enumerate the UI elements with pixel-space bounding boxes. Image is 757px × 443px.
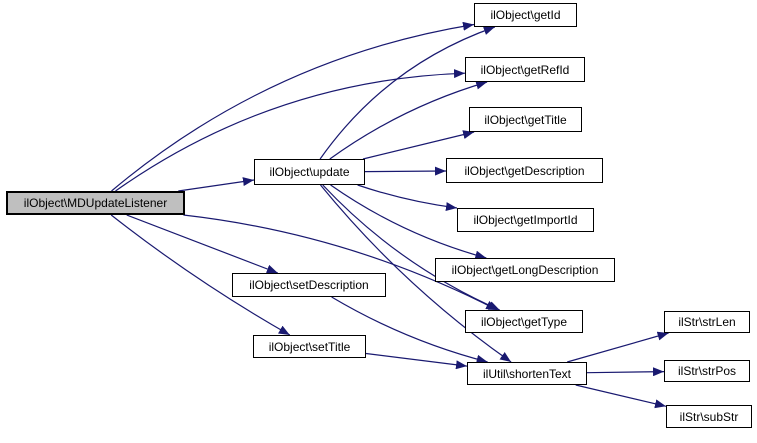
node-ilobject-getlongdescription[interactable]: ilObject\getLongDescription [435,258,615,282]
node-ilobject-update[interactable]: ilObject\update [254,159,365,185]
edge-settitle-to-shortentext [365,352,468,370]
node-ilstr-substr[interactable]: ilStr\subStr [666,405,752,428]
node-ilobject-getrefid[interactable]: ilObject\getRefId [465,57,585,82]
edge-update-to-getid [319,26,495,160]
node-ilutil-shortentext[interactable]: ilUtil\shortenText [467,362,587,385]
edge-update-to-getimportid [357,184,458,212]
node-ilobject-mdupdatelistener: ilObject\MDUpdateListener [6,191,185,215]
edge-shortentext-to-strlen [567,331,669,363]
edge-mdupdatelistener-to-settitle [110,214,291,336]
node-ilobject-gettitle[interactable]: ilObject\getTitle [469,107,582,132]
node-ilstr-strpos[interactable]: ilStr\strPos [664,360,750,382]
node-ilobject-settitle[interactable]: ilObject\setTitle [253,335,366,358]
edge-update-to-getrefid [329,80,488,160]
edge-mdupdatelistener-to-getid [111,21,475,192]
edge-update-to-getdescription [364,166,447,176]
node-ilobject-getimportid[interactable]: ilObject\getImportId [457,208,594,232]
edge-mdupdatelistener-to-getrefid [115,69,466,192]
edge-update-to-gettitle [362,130,475,160]
edge-setdescription-to-shortentext [331,296,488,364]
edge-shortentext-to-strpos [586,367,665,377]
edge-mdupdatelistener-to-setdescription [126,214,279,274]
edge-update-to-shortentext [320,184,512,363]
node-ilobject-getdescription[interactable]: ilObject\getDescription [446,158,603,183]
node-ilobject-getid[interactable]: ilObject\getId [474,3,577,27]
edge-mdupdatelistener-to-gettype [183,214,498,311]
edge-shortentext-to-substr [575,384,667,409]
edge-update-to-getlongdescription [330,184,487,260]
edge-mdupdatelistener-to-update [178,177,255,192]
node-ilobject-setdescription[interactable]: ilObject\setDescription [232,273,386,297]
edge-update-to-gettype [322,184,500,311]
node-ilstr-strlen[interactable]: ilStr\strLen [664,311,750,333]
node-ilobject-gettype[interactable]: ilObject\getType [465,310,583,333]
